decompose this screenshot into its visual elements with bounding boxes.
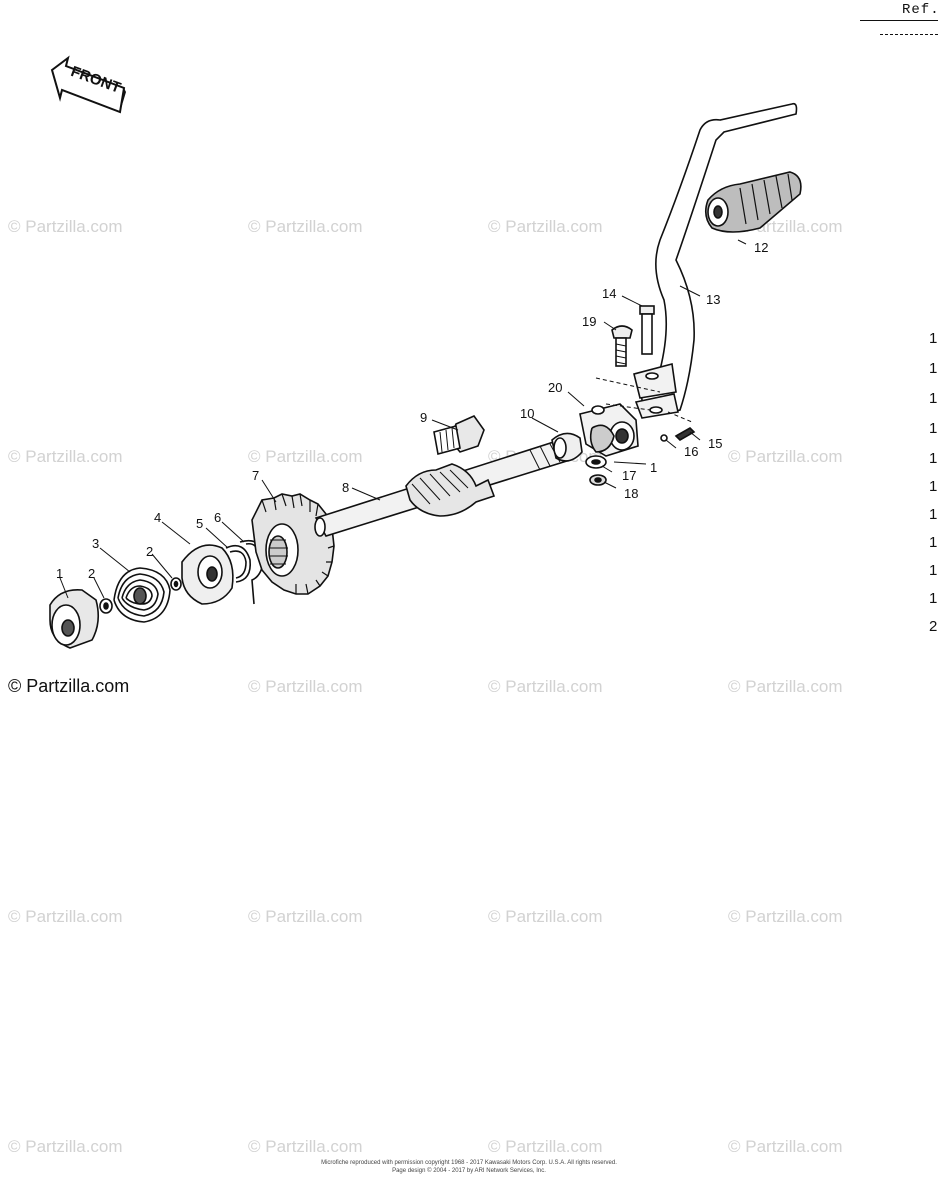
callout-14: 14 [602,286,616,301]
part-2b-washer [170,577,182,591]
partzilla-watermark: © Partzilla.com [728,907,843,926]
part-16-ball [660,434,668,442]
callout-20: 20 [548,380,562,395]
ref-header-label: Ref. [902,2,938,18]
copyright-line-1: Microfiche reproduced with permission co… [321,1160,617,1166]
parts-list-ref-number: 1 [929,590,938,607]
part-2-washer [99,598,113,614]
callout-13: 13 [706,292,720,307]
ref-header-line [860,20,938,21]
part-10-collar [551,432,583,462]
partzilla-watermark: © Partzilla.com [8,217,123,236]
front-arrow-icon: FRONT [50,55,126,114]
part-19-bolt [611,325,633,367]
part-18-nut [589,474,607,486]
callout-12: 12 [754,240,768,255]
part-14-bolt [639,305,655,355]
part-4-ratchet [181,544,234,605]
partzilla-watermark: © Partzilla.com [248,447,363,466]
partzilla-watermark: © Partzilla.com [248,677,363,696]
part-20-kick-arm-boss [579,403,639,457]
callout-19: 19 [582,314,596,329]
partzilla-watermark: © Partzilla.com [488,677,603,696]
ref-header-dashed-line [880,34,938,35]
parts-list-ref-number: 1 [929,420,938,437]
partzilla-watermark: © Partzilla.com [488,907,603,926]
partzilla-watermark: © Partzilla.com [8,447,123,466]
partzilla-watermark: © Partzilla.com [488,217,603,236]
part-7-kick-gear [251,493,335,595]
partzilla-watermark: © Partzilla.com [8,907,123,926]
parts-list-ref-number: 1 [929,390,938,407]
callout-2: 2 [146,544,153,559]
callout-8: 8 [342,480,349,495]
parts-list-ref-number: 1 [929,478,938,495]
callout-3: 3 [92,536,99,551]
partzilla-watermark: © Partzilla.com [8,1137,123,1156]
callout-17: 17 [622,468,636,483]
part-9-bolt [433,415,485,456]
part-3-spring [113,567,171,623]
parts-list-ref-number: 1 [929,534,938,551]
callout-4: 4 [154,510,161,525]
parts-list-ref-number: 1 [929,506,938,523]
parts-list-ref-number: 1 [929,450,938,467]
callout-2: 2 [88,566,95,581]
callout-6: 6 [214,510,221,525]
callout-1: 1 [650,460,657,475]
part-13-kick-arm [633,102,798,419]
parts-list-ref-number: 1 [929,562,938,579]
part-12-rubber-grip [704,171,802,233]
partzilla-watermark: © Partzilla.com [728,1137,843,1156]
part-8-kick-shaft [314,439,572,537]
partzilla-watermark: © Partzilla.com [248,217,363,236]
partzilla-watermark: © Partzilla.com [728,447,843,466]
parts-list-ref-number: 2 [929,618,938,635]
parts-list-ref-number: 1 [929,330,938,347]
callout-10: 10 [520,406,534,421]
partzilla-watermark: © Partzilla.com [248,1137,363,1156]
callout-16: 16 [684,444,698,459]
callout-5: 5 [196,516,203,531]
part-1-collar [49,588,100,649]
callout-7: 7 [252,468,259,483]
callout-9: 9 [420,410,427,425]
part-17-washer [585,455,607,469]
partzilla-watermark: © Partzilla.com [728,677,843,696]
parts-list-ref-number: 1 [929,360,938,377]
part-5-circlip [225,544,252,583]
partzilla-watermark: © Partzilla.com [248,907,363,926]
partzilla-watermark: © Partzilla.com [488,1137,603,1156]
callout-18: 18 [624,486,638,501]
callout-15: 15 [708,436,722,451]
part-15-spring [674,427,696,441]
copyright-line-2: Page design © 2004 - 2017 by ARI Network… [392,1168,546,1174]
callout-1: 1 [56,566,63,581]
partzilla-watermark-main: © Partzilla.com [8,676,130,696]
